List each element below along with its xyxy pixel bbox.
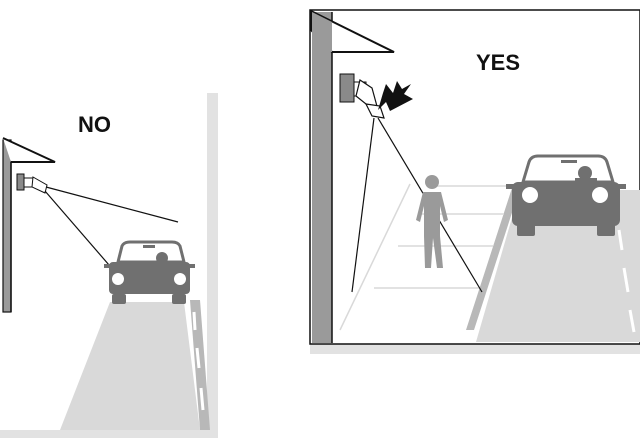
panel-no-ground-strip xyxy=(0,430,218,438)
panel-no-road xyxy=(60,302,200,430)
panel-no: NO xyxy=(0,93,218,438)
panel-no-label: NO xyxy=(78,112,111,137)
panel-yes-ground-strip xyxy=(310,344,640,354)
panel-no-wall xyxy=(3,140,11,312)
panel-yes: YES xyxy=(310,10,640,354)
panel-no-roof xyxy=(3,138,55,162)
panel-yes-label: YES xyxy=(476,50,520,75)
car-icon xyxy=(506,156,626,236)
panel-yes-wall xyxy=(312,12,332,343)
car-icon xyxy=(104,242,195,304)
camera-icon xyxy=(340,74,384,118)
camera-icon xyxy=(17,174,47,193)
arrow-icon xyxy=(378,81,413,111)
panel-no-sight-line-upper xyxy=(46,187,178,222)
panel-no-right-border xyxy=(207,93,218,431)
